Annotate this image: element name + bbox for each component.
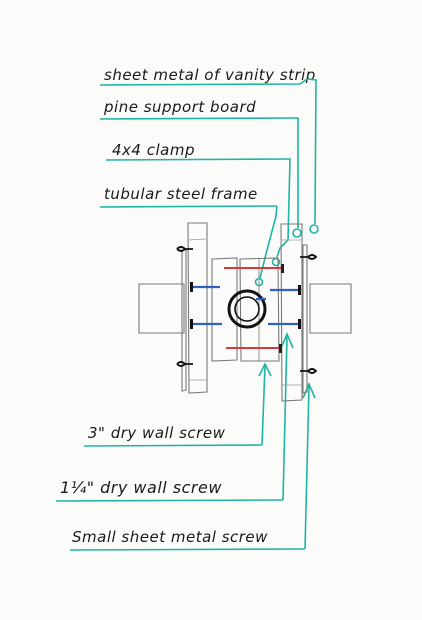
right-pine-board [280,223,303,402]
label-steel-frame: tubular steel frame [104,185,258,203]
red-screws [224,264,284,353]
leader-lines [254,78,319,550]
leader-ring-pine-board [292,228,302,238]
tubular-steel-ring [227,289,267,329]
label-114in-screw: 1¼" dry wall screw [60,478,222,497]
label-sheet-metal: sheet metal of vanity strip [104,66,316,84]
left-pine-board [187,222,208,394]
label-small-screw: Small sheet metal screw [72,528,268,546]
left-inner-block [211,257,238,362]
right-outer-block [309,283,352,334]
blue-screws [193,285,298,326]
label-clamp: 4x4 clamp [112,141,195,159]
right-sheet-metal-strip [302,244,308,394]
shading-ticks [188,238,301,386]
pencil-drawing [138,222,352,402]
label-3in-screw: 3" dry wall screw [88,424,226,442]
left-outer-block [138,283,185,334]
label-pine-board: pine support board [103,98,256,116]
small-metal-screws [176,246,318,374]
leader-ring-sheet-metal [309,224,319,234]
label-underlines [55,78,308,551]
blue-screw-heads [190,282,301,329]
